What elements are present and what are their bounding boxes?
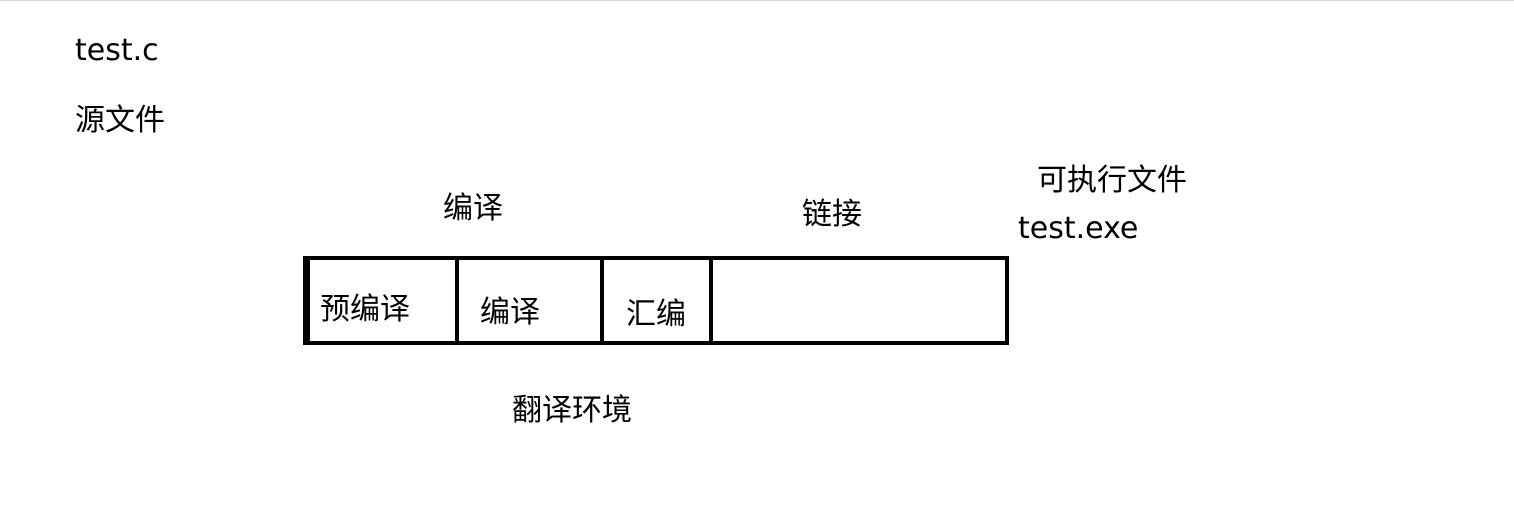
source-filename: test.c — [75, 33, 159, 68]
translation-pipeline-box: 预编译 编译 汇编 — [303, 256, 1009, 345]
pipeline-cell-assemble: 汇编 — [604, 260, 713, 341]
compile-stage-label: 编译 — [443, 191, 503, 226]
executable-caption: 可执行文件 — [1037, 163, 1187, 198]
pipeline-cell-label: 汇编 — [626, 297, 686, 332]
source-caption: 源文件 — [75, 103, 165, 138]
pipeline-cell-precompile: 预编译 — [310, 260, 459, 341]
pipeline-cell-label: 编译 — [480, 295, 540, 330]
pipeline-cell-link — [713, 260, 1005, 341]
link-stage-label: 链接 — [802, 197, 862, 232]
translation-environment-caption: 翻译环境 — [512, 393, 632, 428]
pipeline-cell-compile: 编译 — [459, 260, 604, 341]
executable-filename: test.exe — [1018, 211, 1139, 246]
pipeline-cell-label: 预编译 — [320, 292, 410, 327]
top-border-line — [0, 0, 1514, 1]
